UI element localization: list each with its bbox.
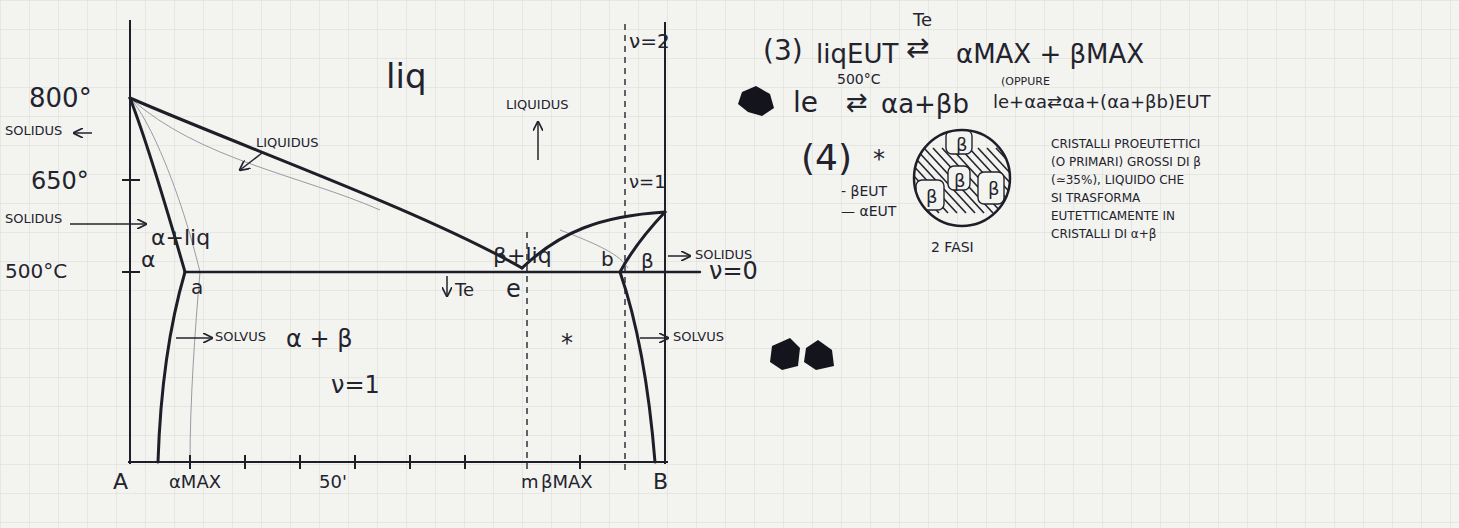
label-text: LIQUIDUS — [505, 98, 569, 112]
label-text: CRISTALLI DI α+β — [1050, 228, 1157, 241]
circle-border — [914, 130, 1010, 226]
phase-letter: β — [926, 188, 938, 206]
label-text: — αEUT — [840, 204, 897, 219]
label-text: αMAX — [168, 472, 222, 492]
label-text: αa+βb — [880, 90, 970, 119]
label-text: SOLIDUS — [4, 212, 63, 226]
primary-crystal — [946, 130, 972, 154]
label-text: B — [652, 470, 669, 494]
ink-blobs — [738, 86, 834, 370]
phase-boundaries — [130, 98, 700, 462]
label-text: * — [560, 330, 574, 356]
label-text: β+liq — [492, 244, 553, 268]
axes — [122, 20, 668, 469]
eutectic-hatching — [912, 148, 1012, 213]
label-text: 500°C — [836, 72, 882, 87]
label-text: ⇄ — [905, 33, 930, 64]
label-text: A — [112, 470, 129, 494]
primary-crystal — [916, 180, 944, 210]
label-text: m — [520, 472, 540, 492]
pencil-sketch — [130, 98, 628, 462]
label-text: SOLVUS — [214, 330, 267, 344]
label-text: ν=2 — [628, 30, 671, 52]
label-text: EUTETTICAMENTE IN — [1050, 210, 1176, 223]
label-text: β — [640, 250, 655, 272]
label-text: (4) — [800, 138, 853, 178]
label-text: 500°C — [4, 260, 68, 282]
label-text: SI TRASFORMA — [1050, 192, 1141, 205]
label-text: 2 FASI — [930, 240, 975, 255]
label-text: LIQUIDUS — [255, 136, 319, 150]
label-text: ν=0 — [708, 258, 759, 284]
label-text: ν=1 — [330, 372, 381, 398]
label-text: ⇄ — [845, 88, 869, 117]
label-text: e — [505, 276, 522, 302]
label-text: SOLVUS — [672, 330, 725, 344]
label-text: βMAX — [540, 472, 594, 492]
label-text: le+αa⇄αa+(αa+βb)EUT — [992, 92, 1212, 112]
phase-letter: β — [956, 136, 968, 154]
label-text: CRISTALLI PROEUTETTICI — [1050, 138, 1201, 151]
label-text: (3) — [762, 36, 804, 67]
label-text: liq — [385, 58, 427, 95]
label-text: 650° — [30, 168, 90, 194]
phase-letter: β — [988, 180, 1000, 198]
microstructure-circle: ββββ — [912, 128, 1012, 228]
label-text: a — [190, 276, 204, 298]
leader-arrows — [70, 122, 690, 338]
label-text: αMAX + βMAX — [955, 40, 1145, 69]
primary-crystal — [948, 166, 970, 190]
label-text: b — [600, 248, 615, 270]
label-text: 800° — [28, 84, 93, 113]
label-text: - βEUT — [840, 184, 888, 199]
label-text: SOLIDUS — [4, 124, 63, 138]
primary-crystal — [978, 172, 1004, 204]
label-text: Te — [454, 280, 475, 300]
label-text: Te — [912, 10, 933, 30]
label-text: (OPPURE — [1000, 76, 1051, 88]
label-text: α — [140, 248, 157, 272]
label-text: α + β — [285, 326, 354, 352]
label-text: 50' — [318, 472, 348, 492]
phase-letter: β — [954, 172, 966, 190]
label-text: le — [792, 88, 819, 119]
label-text: ν=1 — [628, 172, 667, 192]
label-text: * — [872, 146, 886, 172]
label-text: α+liq — [150, 226, 211, 250]
label-text: liqEUT — [815, 40, 899, 69]
label-text: (≃35%), LIQUIDO CHE — [1050, 174, 1185, 187]
label-text: (O PRIMARI) GROSSI DI β — [1050, 156, 1202, 169]
